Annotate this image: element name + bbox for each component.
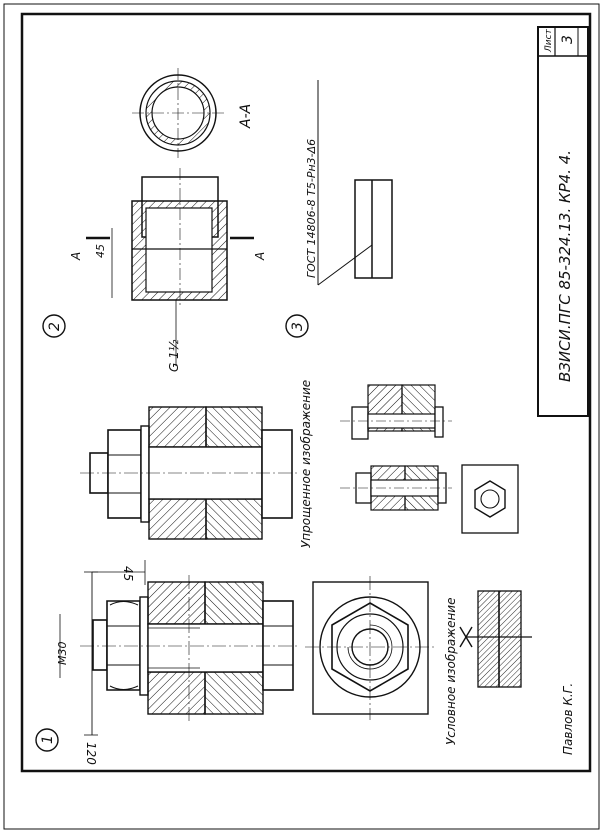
label-simplified: Упрощенное изображение — [299, 380, 313, 548]
sheet-label: Лист — [544, 28, 554, 53]
label-conventional: Условное изображение — [444, 598, 458, 746]
marker-2: 2 — [47, 322, 63, 331]
section-label: А-А — [238, 104, 254, 129]
figure-1-bolt-joint: 1 120 45 М30 — [35, 560, 532, 765]
title-block: Лист 3 ВЗИСИ.ПГС 85-324.13. КР4. 4. — [537, 26, 589, 417]
weld-standard: ГОСТ 14806-8 Т5-Рн3-Δ6 — [305, 139, 318, 278]
marker-circle-3 — [285, 314, 309, 338]
dim-120: 120 — [84, 742, 98, 765]
marker-1: 1 — [40, 735, 56, 744]
simplified-small-1 — [340, 465, 452, 511]
section-mark-bottom: А — [253, 252, 267, 261]
dim-m30: М30 — [56, 642, 69, 666]
dim-45-bolt: 45 — [121, 566, 135, 581]
dim-45-pipe: 45 — [94, 244, 107, 258]
marker-3: 3 — [290, 322, 306, 331]
inner-frame — [20, 12, 592, 773]
simplified-bolt-joint: Упрощенное изображение — [80, 380, 519, 548]
marker-circle-1 — [35, 728, 59, 752]
outer-frame — [3, 3, 600, 830]
author-name: Павлов К.Г. — [561, 683, 575, 755]
document-code: ВЗИСИ.ПГС 85-324.13. КР4. 4. — [556, 150, 574, 382]
figure-2-pipe-coupling: 2 А А 45 G 1½ А-А — [42, 68, 267, 372]
marker-circle-2 — [42, 314, 66, 338]
figure-3-weld: 3 ГОСТ 14806-8 Т5-Рн3-Δ6 — [285, 80, 393, 338]
section-mark-top: А — [69, 252, 83, 261]
sheet-number: 3 — [560, 35, 576, 44]
thread-label: G 1½ — [167, 339, 181, 372]
simplified-small-2 — [340, 384, 452, 440]
